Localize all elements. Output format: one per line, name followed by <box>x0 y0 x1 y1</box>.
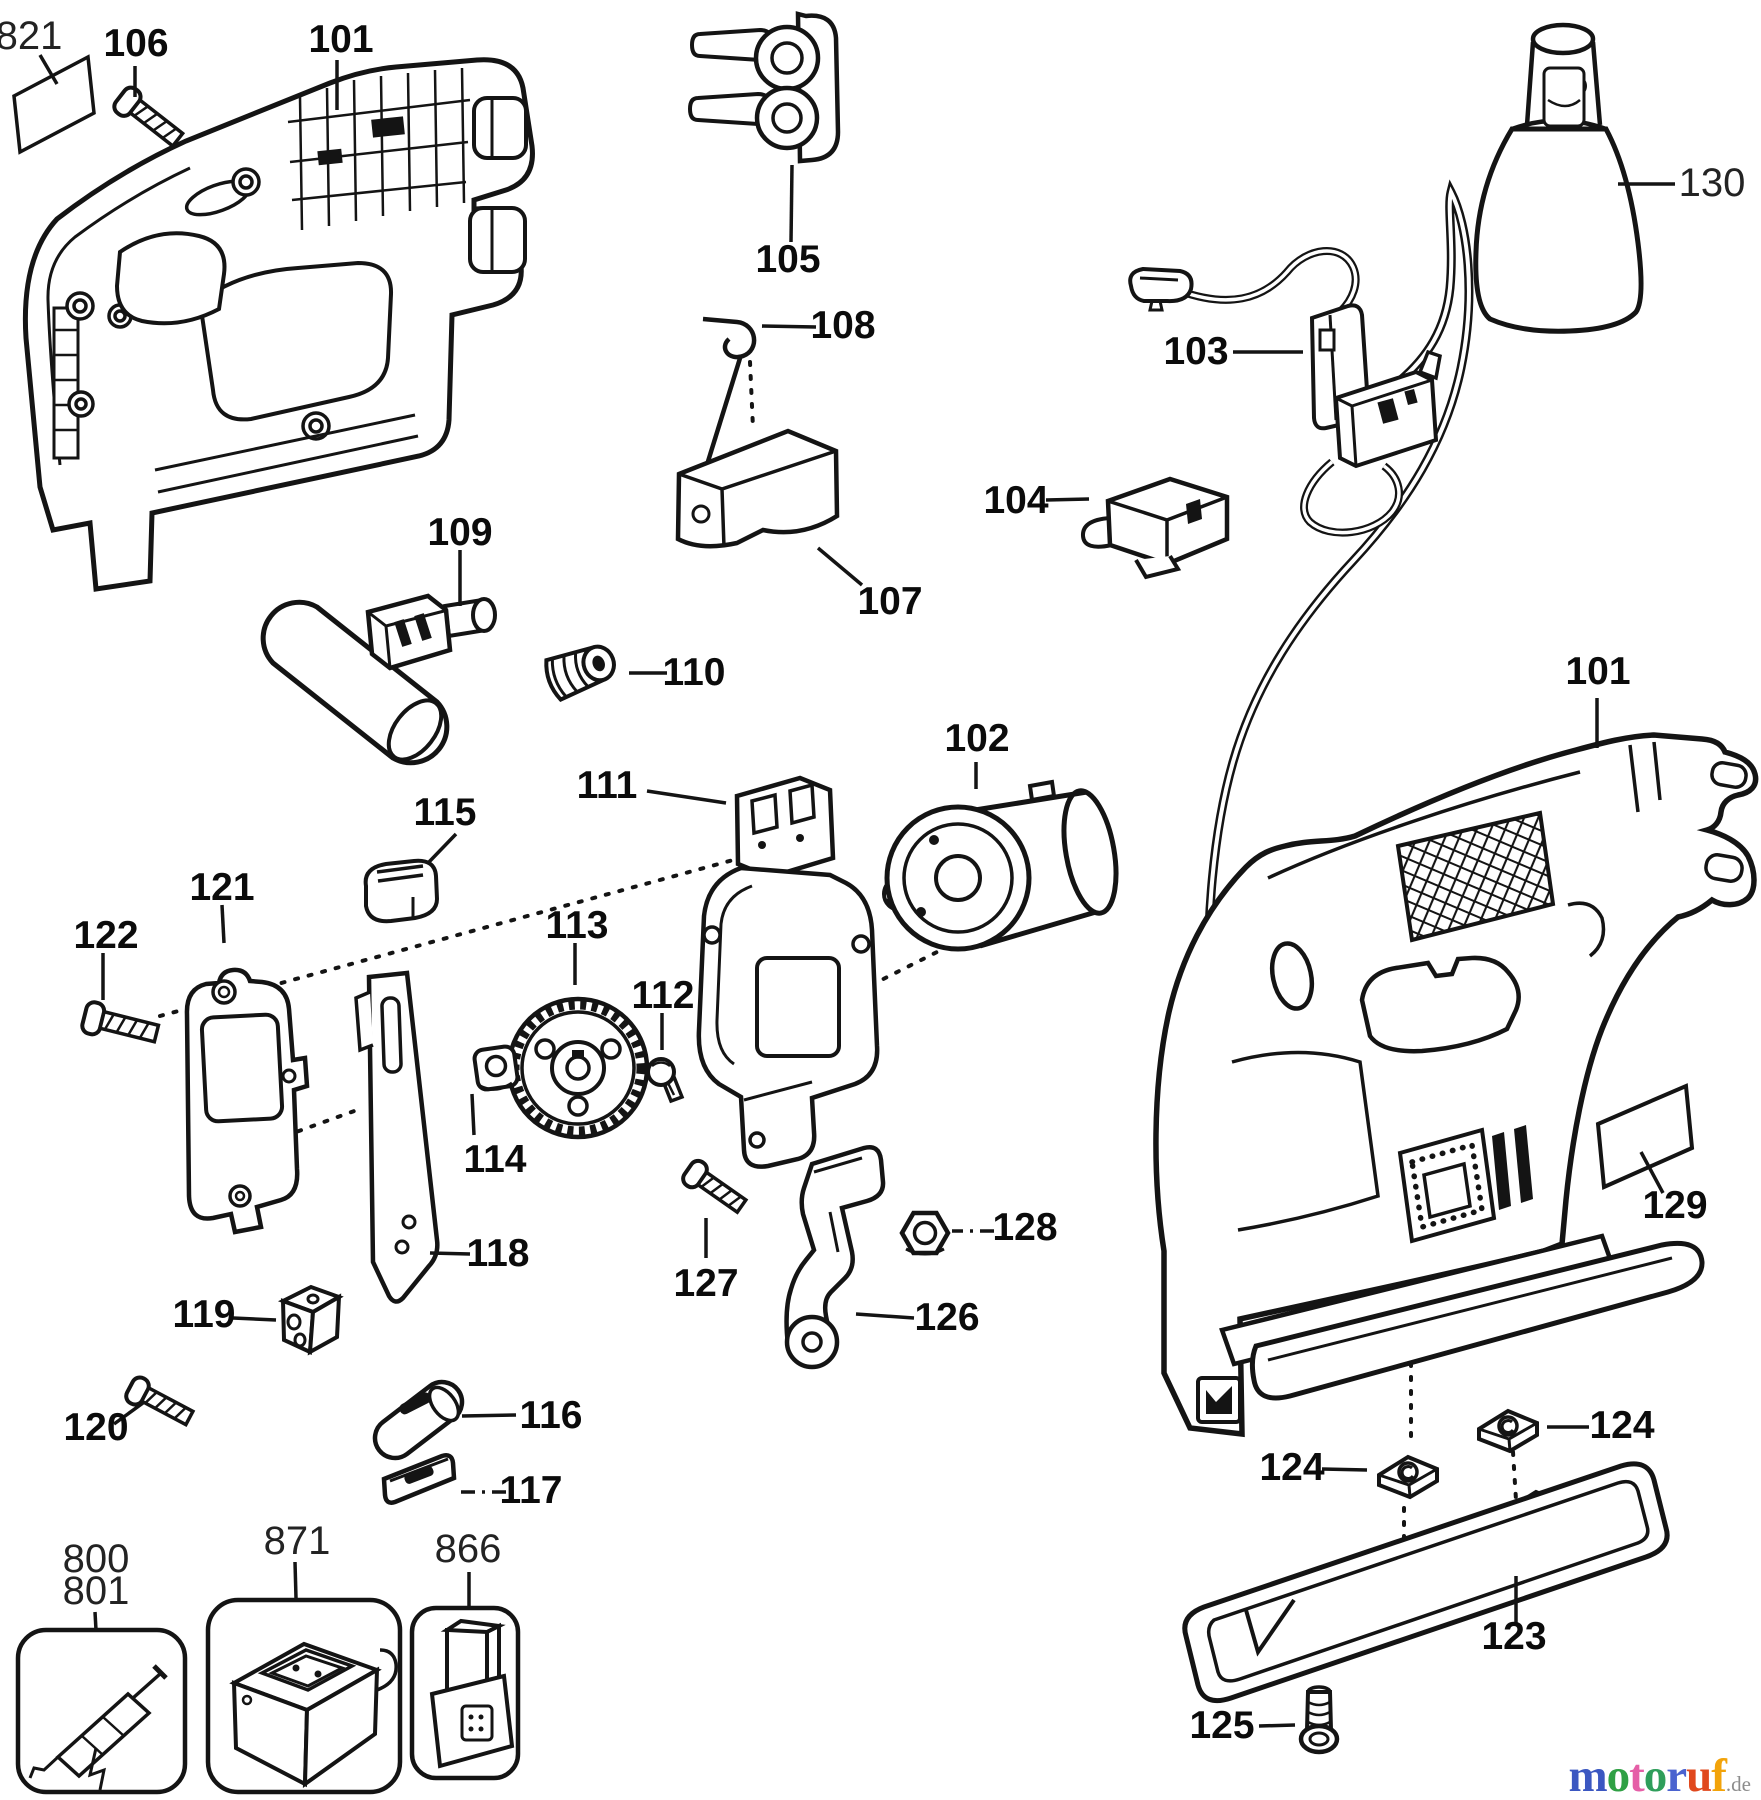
part-117-flat-key-drawing <box>381 1453 457 1505</box>
part-122-screw-drawing <box>80 1000 161 1044</box>
part-102-motor-drawing <box>882 779 1119 952</box>
part-label-108: 108 <box>810 304 875 347</box>
watermark-letter: o <box>1643 1750 1667 1800</box>
vent-mesh <box>1395 810 1556 943</box>
part-label-121: 121 <box>189 866 254 909</box>
watermark-letter: t <box>1629 1750 1645 1800</box>
part-label-101-right: 101 <box>1565 650 1630 693</box>
part-label-119: 119 <box>173 1293 236 1336</box>
watermark-letter: u <box>1686 1750 1712 1800</box>
part-label-103: 103 <box>1163 330 1228 373</box>
part-128-nut-drawing <box>899 1210 951 1256</box>
grip-hole <box>1359 955 1521 1054</box>
battery-drawing <box>429 1618 515 1769</box>
watermark-letter: o <box>1606 1750 1630 1800</box>
part-label-105: 105 <box>755 238 820 281</box>
part-label-101-left: 101 <box>308 18 373 61</box>
part-label-125: 125 <box>1189 1704 1254 1747</box>
part-123-base-plate-drawing <box>1182 1461 1670 1704</box>
accessory-box-871 <box>205 1597 403 1795</box>
part-label-114: 114 <box>464 1138 527 1181</box>
part-label-821: 821 <box>0 14 62 58</box>
part-115-cap-drawing <box>363 858 440 924</box>
part-119-block-drawing <box>277 1284 344 1356</box>
part-label-120: 120 <box>63 1406 128 1449</box>
part-label-109: 109 <box>427 511 492 554</box>
accessory-box-800-801 <box>15 1627 188 1795</box>
part-118-support-bar-drawing <box>354 970 440 1304</box>
part-101-left-housing-drawing <box>22 57 535 592</box>
part-label-123: 123 <box>1481 1615 1546 1658</box>
part-label-102: 102 <box>944 717 1009 760</box>
part-label-106: 106 <box>103 22 168 65</box>
part-label-104: 104 <box>983 479 1048 522</box>
part-121-plate-drawing <box>184 967 310 1235</box>
part-label-107: 107 <box>857 580 922 623</box>
part-111-gear-bracket-drawing <box>696 775 880 1169</box>
grease-gun-drawing <box>28 1664 168 1791</box>
part-label-127: 127 <box>673 1262 738 1305</box>
part-label-129: 129 <box>1642 1184 1707 1227</box>
part-label-110: 110 <box>663 651 726 694</box>
part-label-115: 115 <box>414 791 477 834</box>
watermark-letter: m <box>1568 1750 1607 1800</box>
part-109-roller-drawing <box>260 593 497 766</box>
part-label-866: 866 <box>435 1527 502 1571</box>
watermark-suffix: .de <box>1725 1772 1751 1796</box>
part-label-800: 800 <box>63 1537 130 1581</box>
part-113-gear-drawing <box>506 996 650 1140</box>
part-label-112: 112 <box>632 974 695 1017</box>
part-130-oil-bottle-drawing <box>1473 22 1644 334</box>
part-116-pin-drawing <box>372 1379 465 1461</box>
leader-lines <box>38 54 1675 1728</box>
part-129-label-sticker-drawing <box>1595 1083 1695 1190</box>
part-821-label-sticker-drawing <box>12 54 96 155</box>
part-110-insert-drawing <box>544 644 616 703</box>
part-101-jigsaw-body-drawing <box>1153 732 1759 1438</box>
part-106-screw-drawing <box>112 85 186 149</box>
part-label-130: 130 <box>1679 161 1746 205</box>
accessory-box-866 <box>409 1605 521 1781</box>
part-105-clamp-drawing <box>687 11 841 164</box>
part-label-117: 117 <box>500 1469 563 1512</box>
part-label-113: 113 <box>546 904 609 947</box>
part-114-bearing-drawing <box>472 1044 520 1092</box>
part-107-holder-drawing <box>675 428 840 549</box>
part-label-122: 122 <box>73 914 138 957</box>
motoruf-watermark-logo[interactable]: motoruf.de <box>1568 1753 1751 1800</box>
watermark-letter: r <box>1666 1750 1687 1800</box>
part-label-128: 128 <box>992 1206 1057 1249</box>
part-104-switch-drawing <box>1081 476 1230 580</box>
part-label-871: 871 <box>264 1519 331 1563</box>
part-label-118: 118 <box>467 1232 530 1275</box>
part-120-screw-drawing <box>124 1375 196 1428</box>
part-label-111: 111 <box>577 764 638 807</box>
watermark-word: motoruf <box>1568 1750 1727 1800</box>
watermark-letter: f <box>1711 1750 1727 1800</box>
part-label-126: 126 <box>914 1296 979 1339</box>
part-label-124-right: 124 <box>1589 1404 1654 1447</box>
part-112-screw-drawing <box>646 1057 685 1104</box>
part-label-801: 801 <box>63 1569 130 1613</box>
part-127-screw-drawing <box>681 1158 749 1215</box>
part-label-116: 116 <box>520 1394 583 1437</box>
part-label-124-left: 124 <box>1259 1446 1324 1489</box>
part-126-lever-drawing <box>784 1145 886 1370</box>
charger-drawing <box>229 1641 398 1788</box>
part-125-screw-drawing <box>1298 1685 1340 1755</box>
